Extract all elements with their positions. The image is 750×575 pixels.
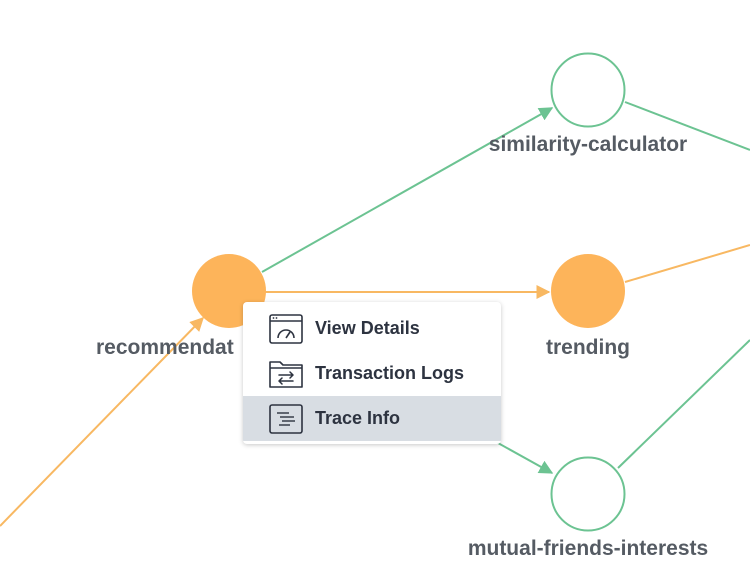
menu-item-view-details[interactable]: View Details (243, 306, 501, 351)
menu-item-trace-info[interactable]: Trace Info (243, 396, 501, 441)
menu-item-label: View Details (315, 318, 420, 338)
node-label-mutual-friends-interests: mutual-friends-interests (468, 537, 708, 560)
node-similarity-calculator[interactable] (550, 52, 626, 128)
edge-recommendation-to-similarity[interactable] (261, 107, 554, 273)
edge-similarity-outgoing[interactable] (624, 101, 750, 151)
trace-list-icon (269, 403, 303, 434)
edge-incoming-to-recommendation[interactable] (0, 316, 204, 527)
menu-item-transaction-logs[interactable]: Transaction Logs (243, 351, 501, 396)
folder-transfer-icon (269, 360, 303, 388)
edge-trending-outgoing[interactable] (624, 244, 750, 283)
gauge-window-icon (269, 313, 303, 344)
node-label-trending: trending (546, 336, 630, 359)
node-label-recommendation: recommendat (96, 336, 234, 359)
node-trending[interactable] (551, 254, 625, 328)
edge-mutual-outgoing[interactable] (617, 339, 750, 469)
node-mutual-friends-interests[interactable] (550, 456, 626, 532)
menu-item-label: Transaction Logs (315, 363, 465, 383)
node-label-similarity-calculator: similarity-calculator (489, 133, 687, 156)
node-context-menu: View Details Transaction Logs Trace Info (243, 302, 501, 444)
menu-item-label: Trace Info (315, 408, 401, 428)
